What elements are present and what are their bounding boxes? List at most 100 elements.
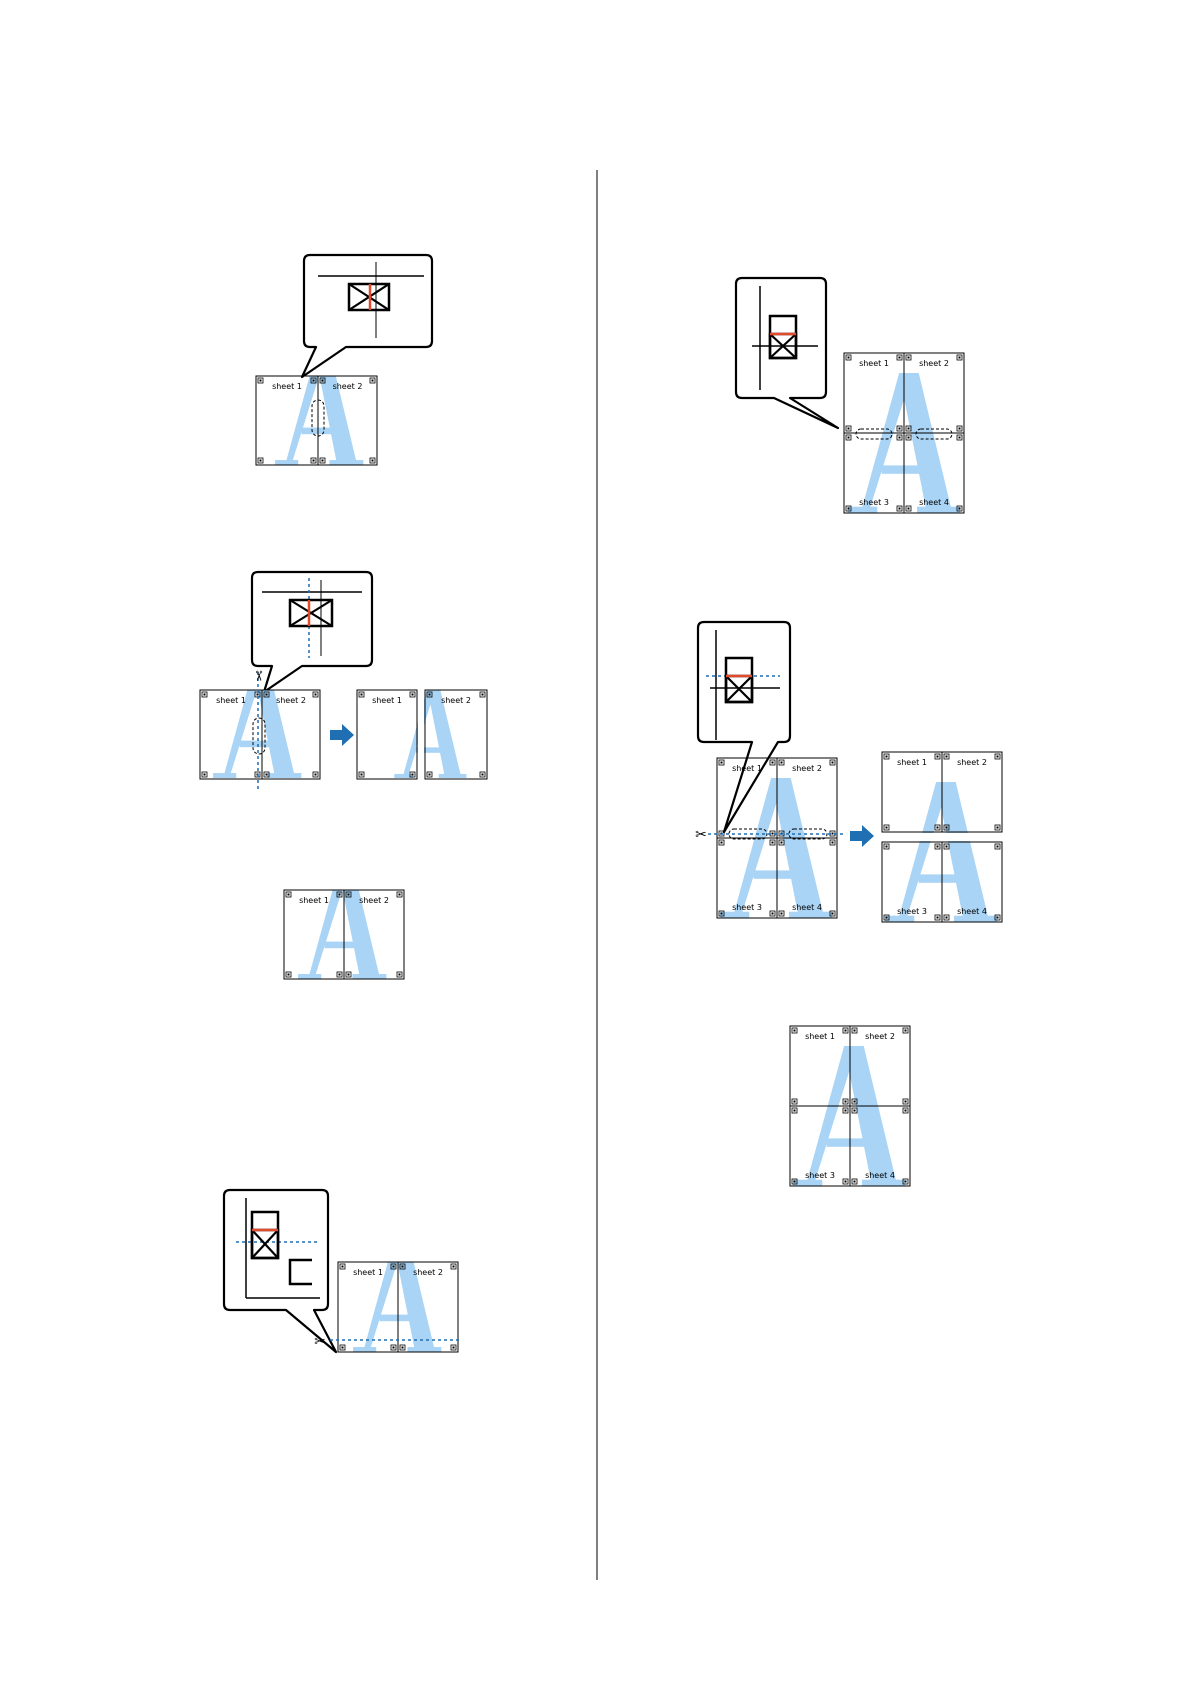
- sheet-label: sheet 1: [732, 764, 762, 773]
- corner-mark-dot: [257, 694, 259, 696]
- corner-mark-dot: [721, 842, 723, 844]
- sheet-label: sheet 2: [359, 896, 389, 905]
- corner-mark-dot: [772, 833, 774, 835]
- sheet-label: sheet 1: [897, 758, 927, 767]
- sheet-label: sheet 1: [805, 1032, 835, 1041]
- letter-serif-right: [329, 460, 363, 465]
- corner-mark-dot: [886, 827, 888, 829]
- corner-mark-dot: [402, 1347, 404, 1349]
- callout-bubble: [224, 1190, 336, 1352]
- sheet-label: sheet 1: [372, 696, 402, 705]
- callout-bubble: [736, 278, 838, 428]
- corner-mark-dot: [845, 1030, 847, 1032]
- corner-mark-dot: [997, 827, 999, 829]
- corner-mark-dot: [946, 917, 948, 919]
- letter-crossbar: [380, 1315, 420, 1322]
- letter-stroke-left: [898, 782, 944, 922]
- corner-mark-dot: [848, 437, 850, 439]
- corner-mark-dot: [937, 917, 939, 919]
- corner-mark-dot: [848, 428, 850, 430]
- corner-mark-dot: [482, 774, 484, 776]
- corner-mark-dot: [905, 1101, 907, 1103]
- corner-mark-dot: [905, 1181, 907, 1183]
- corner-mark-dot: [781, 762, 783, 764]
- figure-cut-horizontal: sheet 1sheet 2✂: [224, 1190, 462, 1352]
- corner-mark-dot: [772, 842, 774, 844]
- corner-mark-dot: [412, 694, 414, 696]
- corner-mark-dot: [832, 913, 834, 915]
- corner-mark-dot: [260, 460, 262, 462]
- cut-gap: [418, 690, 424, 779]
- corner-mark-dot: [959, 508, 961, 510]
- corner-mark-dot: [845, 1181, 847, 1183]
- corner-mark-dot: [266, 694, 268, 696]
- corner-mark-dot: [204, 774, 206, 776]
- corner-mark-dot: [482, 694, 484, 696]
- corner-mark-dot: [908, 428, 910, 430]
- sheet-label: sheet 4: [792, 903, 822, 912]
- letter-stroke-right: [315, 355, 357, 465]
- corner-mark-dot: [854, 1181, 856, 1183]
- corner-mark-dot: [908, 437, 910, 439]
- letter-stroke-left: [223, 668, 259, 778]
- corner-mark-dot: [429, 694, 431, 696]
- corner-mark-dot: [899, 428, 901, 430]
- corner-mark-dot: [342, 1347, 344, 1349]
- callout-bubble: [302, 255, 432, 377]
- letter-stroke-right: [338, 869, 380, 979]
- corner-mark-dot: [886, 846, 888, 848]
- letter-crossbar: [240, 741, 280, 748]
- corner-mark-dot: [721, 913, 723, 915]
- corner-mark-dot: [412, 774, 414, 776]
- sheet-label: sheet 2: [333, 382, 363, 391]
- sheet-label: sheet 3: [732, 903, 762, 912]
- scissors-icon: ✂: [695, 827, 707, 843]
- corner-mark-dot: [832, 762, 834, 764]
- corner-mark-dot: [453, 1266, 455, 1268]
- corner-mark-dot: [899, 508, 901, 510]
- sheet-label: sheet 2: [919, 359, 949, 368]
- corner-mark-dot: [899, 437, 901, 439]
- corner-mark-dot: [781, 842, 783, 844]
- corner-mark-dot: [937, 827, 939, 829]
- letter-stroke-right: [771, 778, 824, 918]
- corner-mark-dot: [399, 894, 401, 896]
- corner-mark-dot: [959, 428, 961, 430]
- corner-mark-dot: [204, 694, 206, 696]
- corner-mark-dot: [342, 1266, 344, 1268]
- corner-mark-dot: [339, 894, 341, 896]
- letter-a: [353, 1242, 441, 1352]
- letter-serif-right: [407, 1347, 441, 1352]
- sheet-label: sheet 1: [859, 359, 889, 368]
- right-arrow-icon: [330, 724, 354, 746]
- corner-mark-dot: [393, 1347, 395, 1349]
- figure-joined-two-sheets: sheet 1 sheet 2: [284, 869, 404, 979]
- sheet-label: sheet 2: [957, 758, 987, 767]
- sheet-label: sheet 4: [865, 1171, 895, 1180]
- corner-mark-dot: [908, 508, 910, 510]
- sheet-label: sheet 3: [859, 498, 889, 507]
- corner-mark-dot: [794, 1110, 796, 1112]
- letter-stroke-left: [363, 1242, 399, 1352]
- corner-mark-dot: [781, 913, 783, 915]
- sheet-label: sheet 1: [299, 896, 329, 905]
- letter-stroke-left: [861, 373, 907, 513]
- letter-crossbar: [302, 428, 342, 435]
- corner-mark-dot: [794, 1030, 796, 1032]
- corner-mark-dot: [832, 833, 834, 835]
- letter-stroke-right: [936, 782, 989, 922]
- scissors-icon: ✂: [250, 670, 266, 682]
- corner-mark-dot: [288, 974, 290, 976]
- sheet-label: sheet 1: [272, 382, 302, 391]
- corner-mark-dot: [393, 1266, 395, 1268]
- figure-align-four-sheets: sheet 1sheet 2sheet 3sheet 4: [736, 278, 964, 513]
- sheet-label: sheet 1: [216, 696, 246, 705]
- figure-cut-vertical: sheet 1sheet 2✂sheet 1sheet 2: [200, 572, 487, 790]
- letter-serif-right: [352, 974, 386, 979]
- corner-mark-dot: [339, 974, 341, 976]
- corner-mark-dot: [372, 380, 374, 382]
- corner-mark-dot: [845, 1110, 847, 1112]
- callout-bubble: [252, 572, 372, 692]
